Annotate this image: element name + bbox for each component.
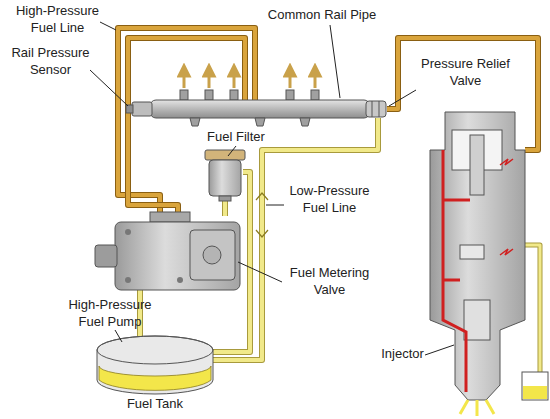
low-pressure-line xyxy=(140,118,540,372)
high-pressure-line xyxy=(118,28,255,216)
injector xyxy=(430,112,525,416)
fuel-tank xyxy=(97,336,213,364)
fuel-flow-arrow xyxy=(183,70,186,88)
fuel-tank xyxy=(97,336,213,394)
high-pressure-pump xyxy=(125,229,131,235)
leader-line xyxy=(266,205,284,206)
part-label: Rail Pressure Sensor xyxy=(3,44,98,78)
fuel-filter xyxy=(205,150,245,160)
injector xyxy=(470,135,484,195)
common-rail-pipe xyxy=(180,90,188,100)
common-rail-pipe xyxy=(286,90,294,100)
injector xyxy=(460,245,484,259)
rail-pressure-sensor xyxy=(132,102,152,116)
low-pressure-line xyxy=(525,245,540,372)
high-pressure-pump xyxy=(95,245,117,267)
fuel-flow-arrow xyxy=(208,70,211,88)
part-label: Low-Pressure Fuel Line xyxy=(282,182,377,216)
rail-pressure-sensor xyxy=(126,102,152,116)
low-pressure-line xyxy=(223,200,227,216)
injector xyxy=(443,150,470,392)
part-label: High-Pressure Fuel Pump xyxy=(60,296,160,330)
common-rail-pipe xyxy=(205,90,213,100)
leader-line xyxy=(115,330,122,342)
fuel-flow-arrow xyxy=(184,70,315,88)
return-container xyxy=(523,386,547,399)
high-pressure-pump xyxy=(190,230,235,280)
pressure-relief-valve xyxy=(379,101,380,117)
pressure-relief-valve xyxy=(366,101,386,117)
high-pressure-line xyxy=(118,28,255,216)
injector xyxy=(464,300,490,340)
common-rail-pipe xyxy=(230,90,238,100)
fuel-filter xyxy=(219,196,231,201)
leader-line xyxy=(228,146,236,156)
low-pressure-line xyxy=(222,200,228,216)
injector xyxy=(460,400,494,416)
high-pressure-pump xyxy=(125,277,131,283)
high-pressure-line xyxy=(128,38,245,216)
leader-line xyxy=(100,22,116,30)
fuel-filter xyxy=(205,150,245,201)
fuel-tank xyxy=(99,366,211,390)
leader-line xyxy=(90,70,128,106)
return-container xyxy=(522,372,548,400)
part-label: Fuel Filter xyxy=(196,128,276,145)
high-pressure-line xyxy=(128,38,245,216)
high-pressure-pump xyxy=(115,222,240,290)
injector xyxy=(500,159,513,255)
return-container xyxy=(522,372,548,400)
common-rail-pipe xyxy=(190,118,310,126)
low-pressure-line xyxy=(256,193,268,237)
rail-pressure-sensor xyxy=(126,105,133,113)
high-pressure-pump xyxy=(150,212,190,222)
high-pressure-pump xyxy=(203,246,221,264)
fuel-flow-arrow xyxy=(289,70,292,88)
part-label: Fuel Metering Valve xyxy=(282,264,377,298)
fuel-flow-arrow xyxy=(314,70,317,88)
part-label: Pressure Relief Valve xyxy=(418,55,513,89)
high-pressure-pump xyxy=(177,277,183,283)
part-label: Injector xyxy=(375,345,430,362)
high-pressure-pump xyxy=(95,212,240,290)
leader-line xyxy=(238,262,282,282)
common-rail-pipe xyxy=(311,90,319,100)
pressure-relief-valve xyxy=(372,101,373,117)
part-label: High-Pressure Fuel Line xyxy=(5,2,110,36)
pressure-relief-valve xyxy=(366,101,386,117)
part-label: Common Rail Pipe xyxy=(262,6,382,23)
leader-line xyxy=(330,25,340,98)
part-label: Fuel Tank xyxy=(110,395,200,412)
common-rail-pipe xyxy=(150,100,370,118)
common-rail-pipe xyxy=(150,90,370,126)
low-pressure-line xyxy=(525,245,540,372)
leader-line xyxy=(389,90,416,106)
fuel-flow-arrow xyxy=(233,70,236,88)
fuel-filter xyxy=(209,160,241,196)
fuel-tank xyxy=(97,336,213,394)
leader-line xyxy=(425,345,454,355)
injector xyxy=(430,112,525,400)
